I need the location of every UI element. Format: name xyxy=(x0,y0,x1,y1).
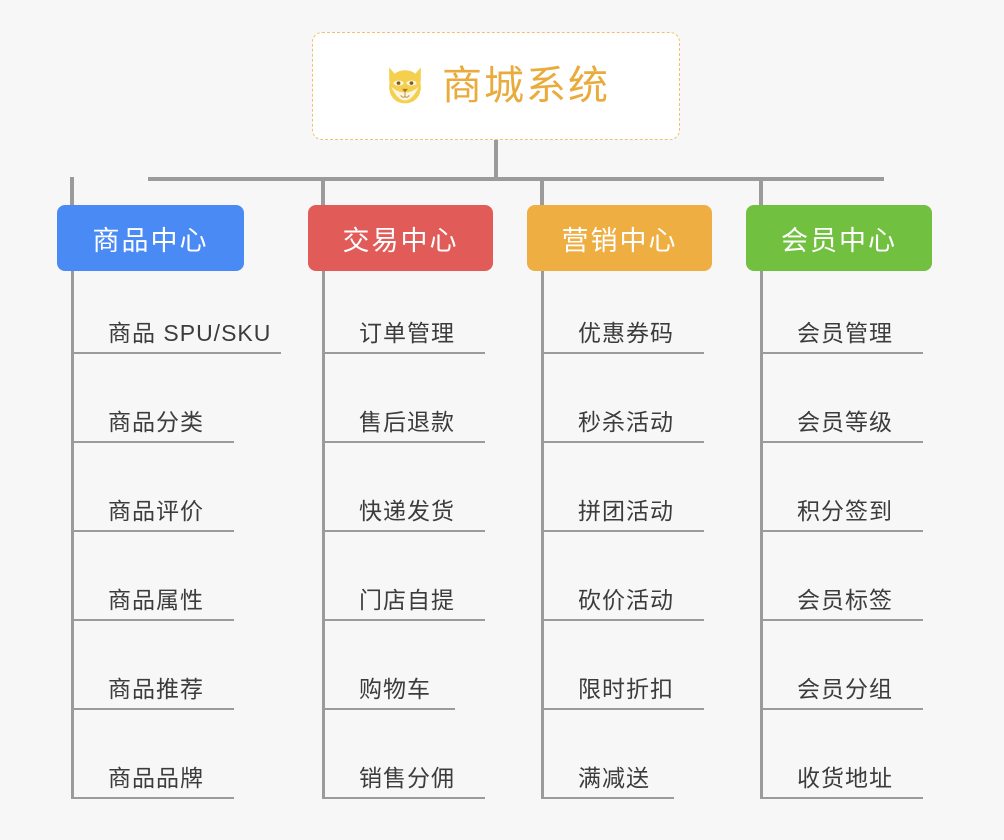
leaf-item-label: 快递发货 xyxy=(359,498,455,524)
leaf-item[interactable]: 优惠券码 xyxy=(544,320,704,354)
leaf-item-label: 满减送 xyxy=(578,765,650,791)
leaf-item-label: 销售分佣 xyxy=(359,765,455,791)
leaf-item-label: 限时折扣 xyxy=(578,676,674,702)
category-box-3[interactable]: 营销中心 xyxy=(527,205,712,271)
leaf-item[interactable]: 订单管理 xyxy=(325,320,485,354)
leaf-item[interactable]: 会员管理 xyxy=(763,320,923,354)
column-trunk-line xyxy=(541,271,544,799)
leaf-item[interactable]: 商品分类 xyxy=(74,409,234,443)
leaf-item-label: 门店自提 xyxy=(359,587,455,613)
connector-drop-4 xyxy=(759,177,763,207)
leaf-item-label: 商品分类 xyxy=(108,409,204,435)
leaf-item-label: 拼团活动 xyxy=(578,498,674,524)
leaf-item-label: 商品评价 xyxy=(108,498,204,524)
connector-drop-1 xyxy=(70,177,74,207)
leaf-item[interactable]: 商品属性 xyxy=(74,587,234,621)
leaf-item[interactable]: 会员等级 xyxy=(763,409,923,443)
connector-drop-2 xyxy=(321,177,325,207)
root-node[interactable]: 商城系统 xyxy=(312,32,680,140)
leaf-item-label: 商品推荐 xyxy=(108,676,204,702)
leaf-item-label: 商品属性 xyxy=(108,587,204,613)
root-title: 商城系统 xyxy=(442,64,610,108)
leaf-item[interactable]: 满减送 xyxy=(544,765,674,799)
leaf-item-label: 收货地址 xyxy=(797,765,893,791)
category-box-4[interactable]: 会员中心 xyxy=(746,205,932,271)
leaf-item[interactable]: 收货地址 xyxy=(763,765,923,799)
leaf-item-label: 会员管理 xyxy=(797,320,893,346)
shiba-dog-face-icon xyxy=(389,67,421,104)
leaf-item[interactable]: 商品评价 xyxy=(74,498,234,532)
leaf-item-label: 售后退款 xyxy=(359,409,455,435)
leaf-item[interactable]: 快递发货 xyxy=(325,498,485,532)
column-trunk-line xyxy=(760,271,763,799)
leaf-item[interactable]: 秒杀活动 xyxy=(544,409,704,443)
column-trunk-line xyxy=(71,271,74,799)
leaf-item[interactable]: 商品推荐 xyxy=(74,676,234,710)
leaf-item-label: 会员等级 xyxy=(797,409,893,435)
connector-root-stem xyxy=(494,140,498,179)
category-label: 营销中心 xyxy=(561,225,678,256)
category-label: 商品中心 xyxy=(92,225,209,256)
connector-horizontal-bus xyxy=(148,177,884,181)
leaf-item[interactable]: 限时折扣 xyxy=(544,676,704,710)
leaf-item-label: 秒杀活动 xyxy=(578,409,674,435)
leaf-item-label: 优惠券码 xyxy=(578,320,674,346)
leaf-item[interactable]: 销售分佣 xyxy=(325,765,485,799)
leaf-item[interactable]: 会员标签 xyxy=(763,587,923,621)
category-box-1[interactable]: 商品中心 xyxy=(57,205,244,271)
leaf-item[interactable]: 商品 SPU/SKU xyxy=(74,320,281,354)
category-label: 会员中心 xyxy=(781,225,897,256)
leaf-item[interactable]: 门店自提 xyxy=(325,587,485,621)
leaf-item[interactable]: 售后退款 xyxy=(325,409,485,443)
leaf-item-label: 会员分组 xyxy=(797,676,893,702)
leaf-item-label: 会员标签 xyxy=(797,587,893,613)
category-label: 交易中心 xyxy=(342,225,459,256)
leaf-item-label: 订单管理 xyxy=(359,320,455,346)
leaf-item[interactable]: 积分签到 xyxy=(763,498,923,532)
column-trunk-line xyxy=(322,271,325,799)
leaf-item[interactable]: 砍价活动 xyxy=(544,587,704,621)
leaf-item[interactable]: 会员分组 xyxy=(763,676,923,710)
leaf-item[interactable]: 购物车 xyxy=(325,676,455,710)
leaf-item[interactable]: 拼团活动 xyxy=(544,498,704,532)
leaf-item-label: 商品 SPU/SKU xyxy=(108,320,272,346)
leaf-item-label: 砍价活动 xyxy=(578,587,674,613)
connector-drop-3 xyxy=(540,177,544,207)
leaf-item-label: 积分签到 xyxy=(797,498,893,524)
category-box-2[interactable]: 交易中心 xyxy=(308,205,493,271)
leaf-item[interactable]: 商品品牌 xyxy=(74,765,234,799)
leaf-item-label: 购物车 xyxy=(359,676,431,702)
leaf-item-label: 商品品牌 xyxy=(108,765,204,791)
